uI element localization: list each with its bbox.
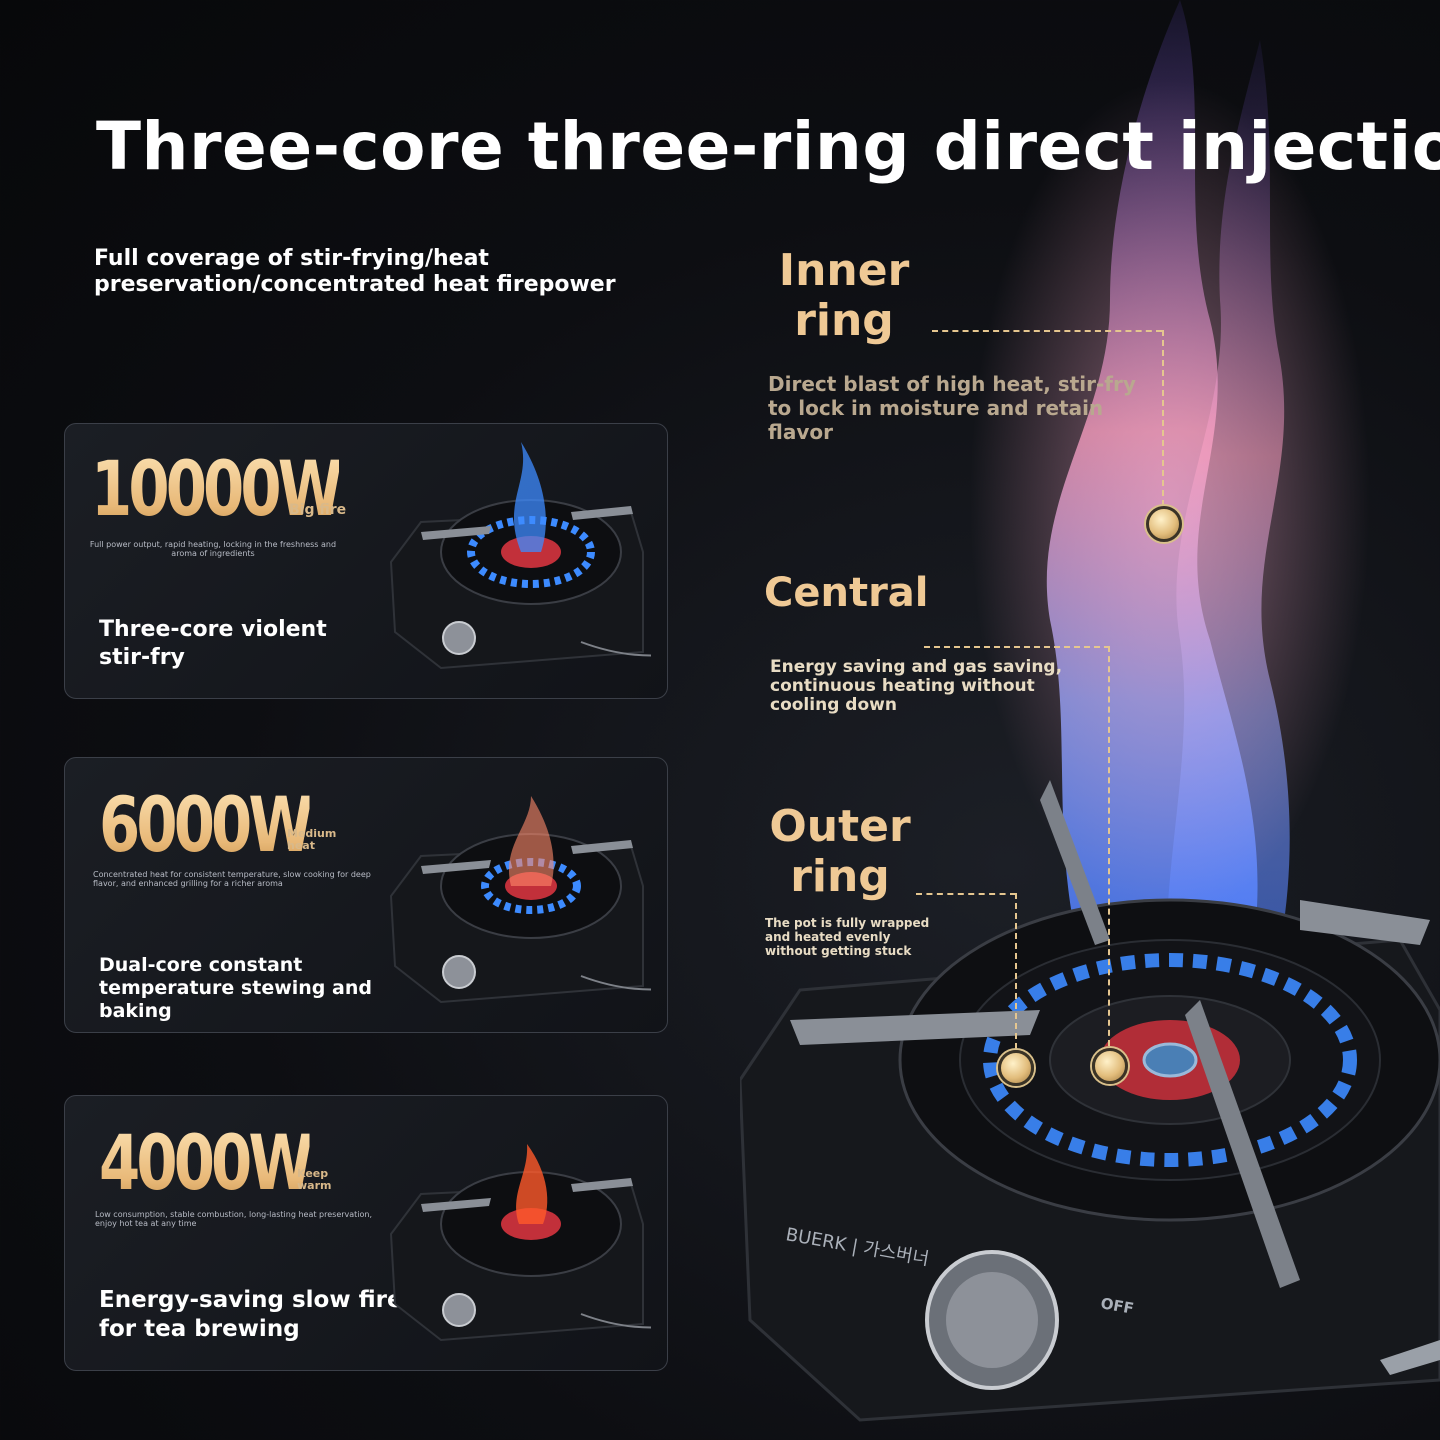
inner-ring-connector [1162, 330, 1164, 506]
card-label: Dual-core constant temperature stewing a… [99, 954, 372, 1022]
central-ring-marker-icon [1092, 1048, 1128, 1084]
card-description: Low consumption, stable combustion, long… [95, 1210, 373, 1228]
card-label: Three-core violent stir-fry [99, 617, 327, 670]
inner-ring-connector [932, 330, 1162, 332]
stove-thumb-icon [389, 796, 651, 1004]
stove-thumb-icon [389, 1144, 651, 1342]
card-big-fire: 10000W Big fire Full power output, rapid… [64, 423, 668, 699]
card-description: Concentrated heat for consistent tempera… [93, 870, 371, 888]
outer-ring-description: The pot is fully wrapped and heated even… [765, 916, 930, 958]
stove-knob-label: OFF [1099, 1294, 1135, 1318]
card-power: 10000W [91, 444, 343, 533]
card-power: 6000W [99, 780, 314, 869]
card-tag: Medium heat [287, 827, 337, 852]
card-tag: Big fire [289, 502, 347, 518]
central-ring-description: Energy saving and gas saving, continuous… [770, 657, 1063, 715]
card-label: Energy-saving slow fire for tea brewing [99, 1287, 403, 1342]
card-keep-warm: 4000W Keep warm Low consumption, stable … [64, 1095, 668, 1371]
card-power: 4000W [99, 1118, 314, 1207]
outer-ring-connector [916, 893, 1016, 895]
card-tag: Keep warm [297, 1167, 332, 1192]
stove-thumb-icon [389, 442, 651, 670]
card-medium-heat: 6000W Medium heat Concentrated heat for … [64, 757, 668, 1033]
page-title: Three-core three-ring direct injection [96, 108, 1440, 185]
card-description: Full power output, rapid heating, lockin… [89, 540, 337, 558]
inner-ring-title: Inner ring [778, 245, 910, 346]
outer-ring-marker-icon [998, 1050, 1034, 1086]
central-ring-connector [924, 646, 1110, 648]
inner-ring-marker-icon [1146, 506, 1182, 542]
central-ring-connector [1108, 646, 1110, 1046]
hero-stove: BUERK | 가스버너 OFF [740, 780, 1440, 1422]
page-subtitle: Full coverage of stir-frying/heat preser… [94, 246, 616, 297]
outer-ring-connector [1015, 893, 1017, 1049]
central-ring-title: Central [764, 570, 929, 616]
inner-ring-description: Direct blast of high heat, stir-fry to l… [768, 372, 1136, 444]
hero-flame [970, 0, 1370, 1080]
outer-ring-title: Outer ring [769, 801, 911, 902]
